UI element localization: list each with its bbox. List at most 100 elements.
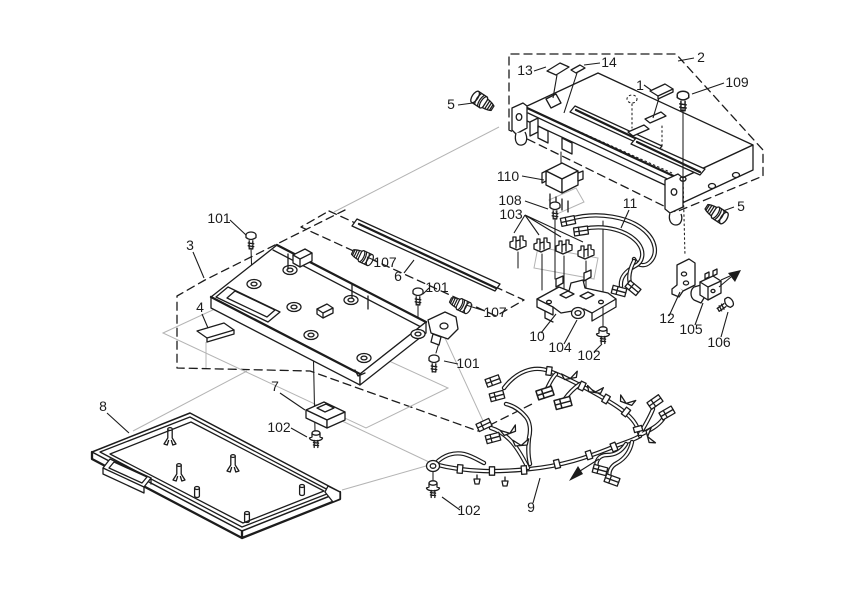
rail-bar-groove (357, 222, 498, 290)
screw-102-bottom (425, 480, 441, 499)
sticker-4 (196, 322, 235, 343)
harness-plug (603, 473, 621, 487)
callout-14: 14 (601, 54, 617, 70)
callout-13: 13 (517, 62, 533, 78)
thumbscrew-107-left (349, 245, 376, 268)
left-bracket-hook (514, 131, 528, 146)
bracket-12 (671, 258, 696, 298)
corner-bracket (427, 311, 459, 340)
rail-bar-6 (351, 218, 501, 292)
arrow-tail (718, 276, 732, 288)
harness-trunk-lower (433, 435, 641, 473)
callout-110: 110 (497, 168, 520, 184)
bracket-10 (536, 269, 617, 323)
screw-hole-109 (679, 176, 687, 182)
switch-105-body (699, 275, 722, 301)
callout-106: 106 (707, 334, 731, 350)
slot-lower-groove (635, 140, 702, 174)
callout-104: 104 (548, 339, 572, 355)
harness-plug (553, 395, 573, 411)
harness-clip (617, 394, 637, 407)
connector-110-right (561, 170, 579, 194)
sticker-1-edge (657, 88, 674, 100)
tray-louver-depth (102, 467, 152, 494)
corner-bracket-hole (439, 322, 449, 330)
harness-branch-midleft (490, 427, 529, 469)
bracket-10-slot-1 (559, 290, 575, 299)
callout-5-left: 5 (447, 96, 455, 112)
harness-plug (488, 389, 506, 403)
panel-grommets (246, 264, 426, 364)
top-cover-assembly (511, 72, 754, 226)
harness-grommet-hole (429, 463, 437, 469)
hidden-hole (626, 94, 638, 104)
callout-1: 1 (636, 77, 644, 93)
clips-103 (509, 235, 595, 260)
harness-branches-up (545, 373, 664, 435)
screw-109 (676, 90, 690, 112)
alignment-pins (287, 253, 369, 310)
dashed-box-assembly-3 (176, 209, 533, 432)
callout-leader-lines (106, 57, 735, 511)
callout-102-mid: 102 (577, 347, 601, 363)
callout-108: 108 (498, 192, 522, 208)
bracket-10-hole-2 (597, 299, 605, 305)
cable-11-plug-2 (572, 225, 590, 237)
callout-labels: 13 14 1 2 109 5 5 110 108 103 11 101 3 1… (99, 49, 749, 518)
connector-110-notch (541, 170, 547, 184)
bracket-10-hole-1 (545, 299, 553, 305)
bracket-12-hole-2 (682, 280, 690, 286)
apron-foot-2 (561, 137, 573, 155)
bracket-10-tab-left (555, 275, 564, 288)
callout-9: 9 (527, 499, 535, 515)
direction-arrow-lower (569, 458, 600, 481)
hidden-edges (539, 103, 673, 174)
tray-louver-inner (108, 461, 148, 484)
sticker-1 (649, 83, 674, 119)
tray-corner-lip (324, 485, 341, 503)
mini-box-edges (316, 307, 334, 319)
bracket-10-slot-2 (579, 291, 595, 300)
alignment-lines (250, 107, 684, 481)
top-cover-apron-rail (527, 112, 679, 185)
callout-11: 11 (623, 195, 638, 211)
bracket-7-hole (316, 403, 335, 413)
harness-trunk-upper-outline (501, 366, 643, 439)
right-face-hole-2 (731, 171, 741, 179)
cable-11-plug-3 (610, 284, 628, 298)
callout-107-left: 107 (373, 254, 397, 270)
callout-6: 6 (394, 268, 402, 284)
corner-bracket-foot (430, 333, 442, 346)
harness-plug (658, 405, 676, 421)
harness-plug (535, 385, 555, 401)
sticker-1-line (652, 97, 660, 119)
sticker-14 (563, 64, 586, 114)
harness-plug (484, 431, 502, 445)
callout-105: 105 (679, 321, 703, 337)
callout-102-left: 102 (267, 419, 291, 435)
screw-101-lower (428, 354, 440, 373)
right-bracket-hook (668, 212, 683, 226)
harness-clip (499, 424, 519, 437)
callout-8: 8 (99, 398, 107, 414)
callout-101-mid: 101 (425, 279, 449, 295)
clip-103-3 (555, 239, 573, 255)
callout-102-bottom: 102 (457, 502, 481, 518)
harness-band (545, 365, 553, 377)
harness-hanging-clip (473, 474, 481, 485)
bracket-12-foot (671, 284, 684, 298)
switch-105-hole (710, 288, 716, 294)
left-bracket-foot (529, 117, 539, 137)
bracket-10-tab-right (583, 269, 592, 282)
callout-12: 12 (659, 310, 675, 326)
screw-101-middle (412, 287, 424, 306)
switch-105-prong-2 (712, 268, 718, 277)
callout-7: 7 (271, 378, 279, 394)
switch-105-prong-1 (704, 271, 710, 280)
harness-plug (591, 463, 609, 477)
small-slot-a (644, 111, 667, 124)
screw-101-upper (245, 231, 257, 250)
direction-arrow-upper (718, 270, 741, 288)
